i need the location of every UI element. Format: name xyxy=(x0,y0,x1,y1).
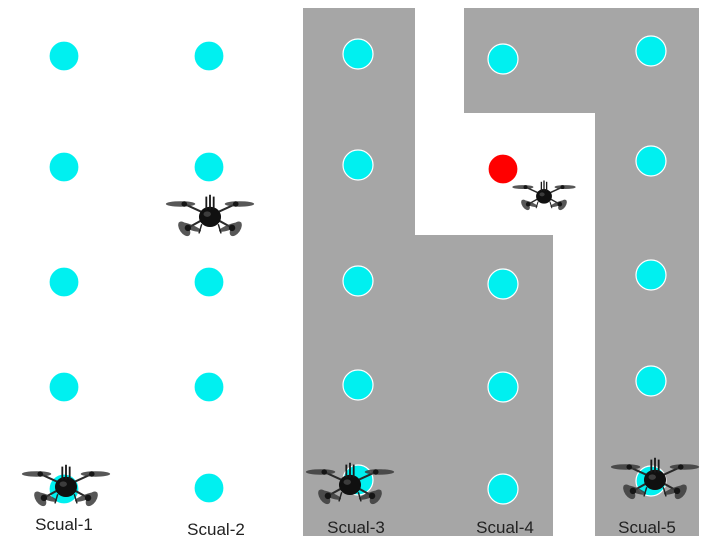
column-labels: Scual-1 Scual-2 Scual-3 Scual-4 Scual-5 xyxy=(35,515,676,539)
waypoint-scual-5-3 xyxy=(636,260,666,290)
waypoint-scual-2-5 xyxy=(194,473,224,503)
waypoint-scual-1-3 xyxy=(49,267,79,297)
column-label-4: Scual-4 xyxy=(476,518,534,537)
quadcopter-drone-icon xyxy=(512,180,575,211)
waypoint-scual-2-3 xyxy=(194,267,224,297)
waypoint-scual-1-1 xyxy=(49,41,79,71)
column-label-5: Scual-5 xyxy=(618,518,676,537)
waypoint-scual-1-2 xyxy=(49,152,79,182)
waypoint-scual-4-5 xyxy=(488,474,518,504)
waypoint-scual-2-1 xyxy=(194,41,224,71)
quadcopter-drone-icon xyxy=(166,195,254,238)
waypoint-scual-4-4 xyxy=(488,372,518,402)
target-waypoint xyxy=(488,154,518,184)
waypoint-scual-5-4 xyxy=(636,366,666,396)
column-label-2: Scual-2 xyxy=(187,520,245,539)
waypoint-scual-5-1 xyxy=(636,36,666,66)
waypoint-scual-2-4 xyxy=(194,372,224,402)
waypoint-scual-5-2 xyxy=(636,146,666,176)
waypoint-scual-3-3 xyxy=(343,266,373,296)
waypoint-scual-4-3 xyxy=(488,269,518,299)
waypoint-scual-3-2 xyxy=(343,150,373,180)
column-label-3: Scual-3 xyxy=(327,518,385,537)
waypoint-scual-4-1 xyxy=(488,44,518,74)
column-label-1: Scual-1 xyxy=(35,515,93,534)
waypoint-scual-3-1 xyxy=(343,39,373,69)
waypoint-scual-2-2 xyxy=(194,152,224,182)
waypoint-scual-1-4 xyxy=(49,372,79,402)
waypoint-scual-3-4 xyxy=(343,370,373,400)
target-waypoint-layer xyxy=(488,154,518,184)
